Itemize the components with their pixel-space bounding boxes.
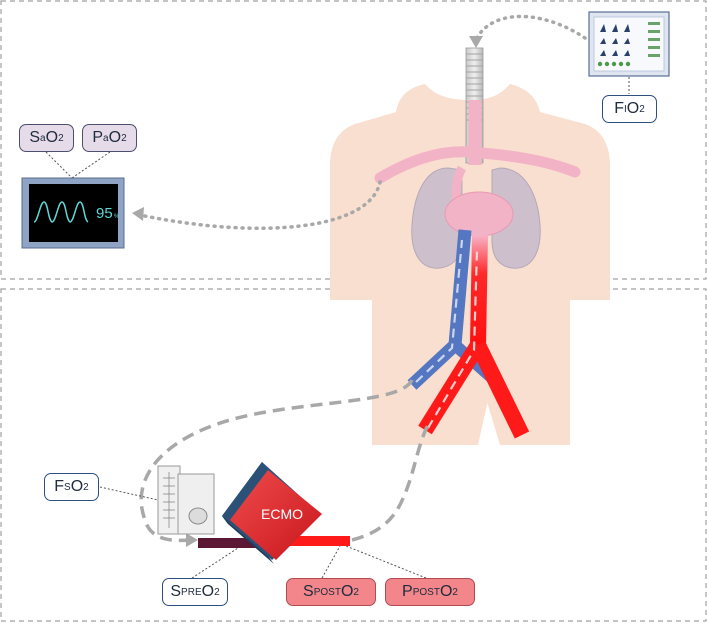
ventilator-dotted-line: [474, 14, 587, 42]
monitor-screen: [29, 184, 118, 242]
blender-device: [177, 473, 215, 535]
ecmo-front-face: [230, 470, 322, 560]
ecmo-label: ECMO: [261, 506, 303, 522]
ventilator-monitor: [588, 11, 670, 77]
ventilator-waveforms: [600, 24, 630, 56]
spo2-value: 95: [96, 205, 113, 222]
pre-oxygenator-tube: [198, 538, 280, 548]
ventilator-arrowhead: [469, 36, 483, 48]
heart: [444, 191, 514, 237]
right-iliac: [470, 341, 530, 439]
spo2-unit: %: [114, 214, 120, 220]
pulse-oximeter-monitor: 95 %: [21, 177, 125, 249]
pleth-waveform: [33, 201, 89, 223]
descending-aorta: [470, 234, 488, 346]
flow-sensor-scale: [163, 472, 175, 528]
pulse-ox-dotted-line: [138, 180, 382, 231]
return-line: [351, 424, 430, 542]
venous-flow: [415, 239, 464, 383]
post-oxygenator-tube: [284, 536, 350, 546]
ventilator-buttons: [597, 61, 631, 67]
ventilator-readouts: [648, 22, 660, 57]
drainage-arrowhead: [186, 533, 198, 547]
ecmo-unit: ECMO: [222, 462, 322, 564]
right-lung: [491, 167, 541, 269]
arterial-flow: [427, 249, 479, 429]
pulse-ox-arrowhead: [132, 207, 144, 221]
lower-section-frame: [0, 288, 707, 622]
blender-knob: [188, 507, 208, 525]
ecmo-bottom-face: [222, 516, 274, 564]
label-leaders: [45, 77, 630, 579]
drainage-line: [139, 379, 414, 543]
